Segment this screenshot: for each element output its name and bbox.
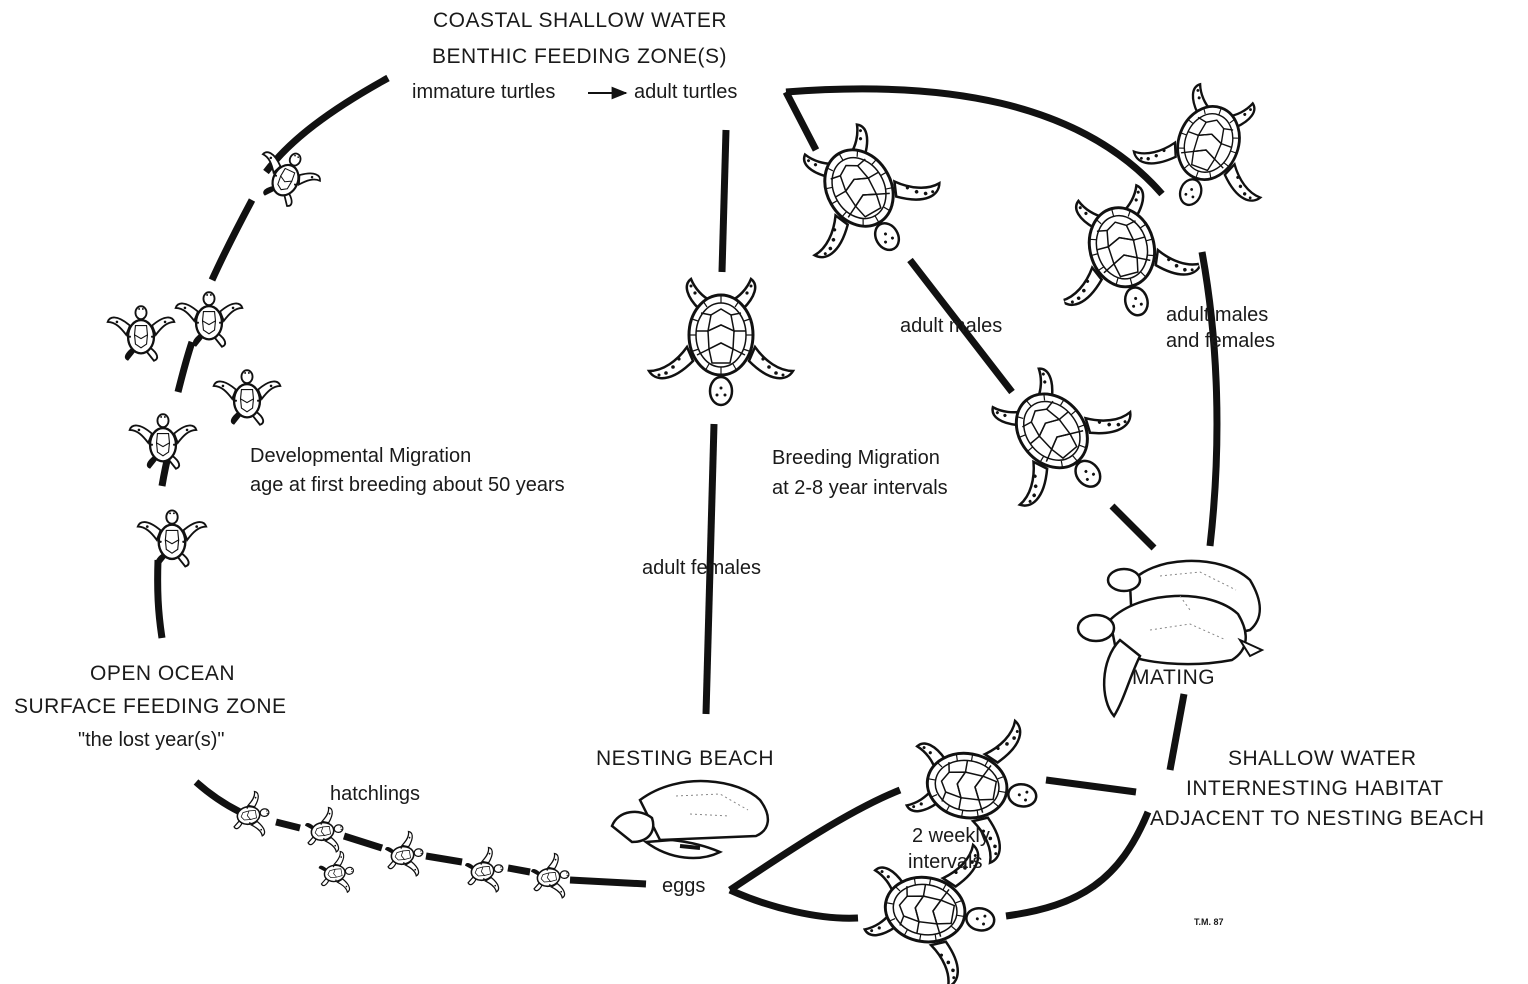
developmental-arc-2 bbox=[178, 342, 192, 392]
sea-turtle-icon bbox=[108, 306, 175, 361]
breeding-arc-diag-3 bbox=[1112, 506, 1154, 548]
hatchling-path-3 bbox=[344, 836, 382, 848]
sea-turtle-icon bbox=[214, 370, 281, 425]
adult-males-label: adult males bbox=[900, 316, 1002, 336]
hatchling-path-2 bbox=[276, 822, 300, 828]
hatchling-path-5 bbox=[508, 868, 530, 872]
immature-turtles-label: immature turtles bbox=[412, 82, 555, 102]
right-vertical bbox=[1202, 252, 1217, 546]
internesting-right bbox=[1006, 812, 1148, 916]
eggs-label: eggs bbox=[662, 876, 705, 896]
breeding-arc-diag-1 bbox=[786, 92, 816, 150]
breeding-migration-interval: at 2-8 year intervals bbox=[772, 478, 948, 498]
internesting-title: SHALLOW WATER bbox=[1228, 748, 1417, 769]
sea-turtle-icon bbox=[1123, 71, 1290, 227]
sea-turtle-icon bbox=[130, 414, 197, 469]
internesting-subtitle: INTERNESTING HABITAT bbox=[1186, 778, 1444, 799]
hatchling-icon bbox=[303, 806, 347, 857]
developmental-arc-4 bbox=[158, 560, 162, 638]
adult-males-females-line1: adult males bbox=[1166, 305, 1268, 325]
nesting-beach-label: NESTING BEACH bbox=[596, 748, 774, 769]
adult-males-females-line2: and females bbox=[1166, 331, 1275, 351]
eggs-loop-lower bbox=[730, 890, 858, 918]
sea-turtle-icon bbox=[176, 292, 243, 347]
mating-line bbox=[1170, 694, 1184, 770]
open-ocean-title: OPEN OCEAN bbox=[90, 663, 235, 684]
mating-label: MATING bbox=[1132, 667, 1215, 688]
hatchling-path-6 bbox=[570, 880, 646, 884]
internesting-detail: ADJACENT TO NESTING BEACH bbox=[1150, 808, 1485, 829]
hatchling-icon bbox=[383, 830, 427, 881]
developmental-arc-top bbox=[266, 78, 388, 172]
hatchling-icon bbox=[316, 850, 357, 897]
developmental-arc-1 bbox=[212, 200, 252, 280]
coastal-zone-subtitle: BENTHIC FEEDING ZONE(S) bbox=[432, 46, 727, 67]
breeding-migration-title: Breeding Migration bbox=[772, 448, 940, 468]
hatchling-path-4 bbox=[426, 856, 462, 862]
open-ocean-subtitle: SURFACE FEEDING ZONE bbox=[14, 696, 287, 717]
hatchling-icon bbox=[463, 846, 507, 897]
nesting-turtle-icon bbox=[612, 781, 768, 858]
adult-females-line-top bbox=[722, 130, 726, 272]
sea-turtle-icon bbox=[961, 342, 1152, 531]
hatchling-icon bbox=[229, 790, 273, 841]
hatchlings-label: hatchlings bbox=[330, 784, 420, 804]
adult-females-label: adult females bbox=[642, 558, 761, 578]
sea-turtle-icon bbox=[138, 510, 206, 566]
hatchling-icon bbox=[529, 852, 573, 903]
weekly-intervals-line2: intervals bbox=[908, 852, 982, 872]
lost-years-label: "the lost year(s)" bbox=[78, 730, 224, 750]
adult-turtles-label: adult turtles bbox=[634, 82, 737, 102]
coastal-zone-title: COASTAL SHALLOW WATER bbox=[433, 10, 727, 31]
mating-turtles-icon bbox=[1078, 561, 1262, 716]
sea-turtle-icon bbox=[769, 104, 957, 285]
artist-signature: T.M. 87 bbox=[1194, 918, 1224, 927]
weekly-intervals-line1: 2 weekly bbox=[912, 826, 990, 846]
internesting-top bbox=[1046, 780, 1136, 792]
developmental-migration-title: Developmental Migration bbox=[250, 446, 471, 466]
developmental-migration-age: age at first breeding about 50 years bbox=[250, 475, 565, 495]
sea-turtle-icon bbox=[649, 279, 793, 405]
